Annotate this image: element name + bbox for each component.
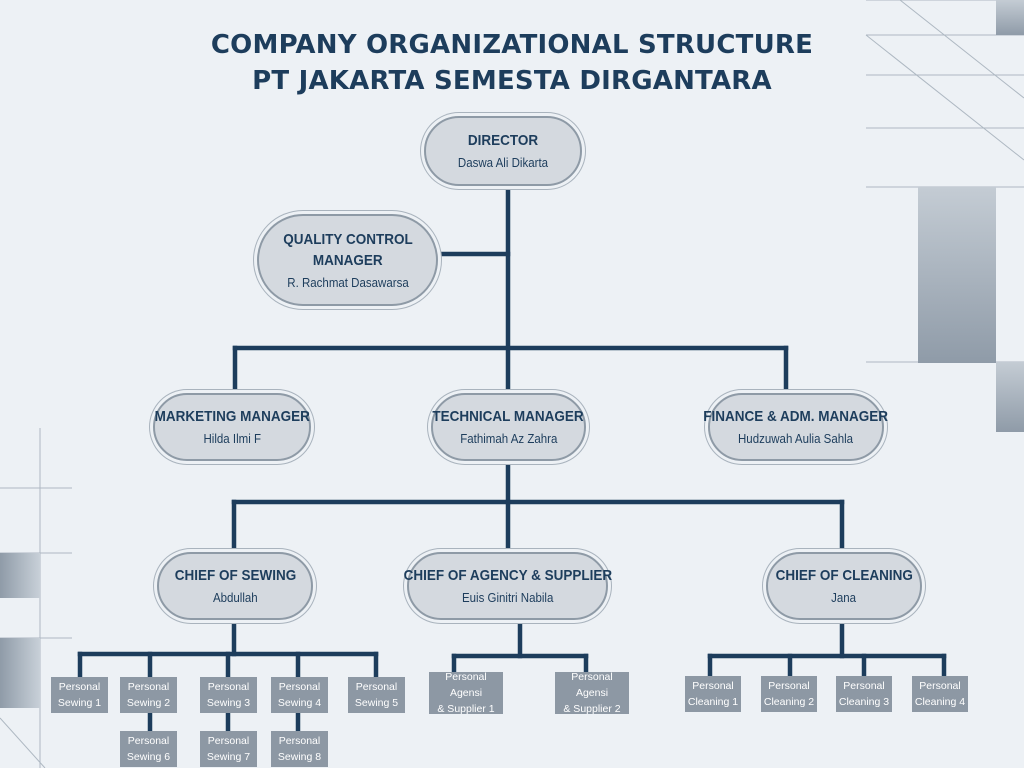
deco-block-middle (918, 187, 996, 363)
node-chief-of-sewing: CHIEF OF SEWING Abdullah (157, 552, 313, 620)
node-technical-role: TECHNICAL MANAGER (432, 408, 585, 425)
staff-label-line-2: Sewing 4 (277, 697, 322, 709)
staff-label-line-1: Personal Agensi (445, 671, 487, 699)
staff-label-line-2: Cleaning 4 (914, 696, 966, 708)
node-director-role: DIRECTOR (467, 132, 539, 149)
node-qc-role-line-2: MANAGER (312, 251, 383, 269)
node-director-name: Daswa Ali Dikarta (457, 156, 549, 170)
staff-label-line-2: Cleaning 1 (687, 696, 739, 708)
staff-label-line-2: Sewing 6 (126, 751, 171, 763)
staff-label-line-2: Sewing 1 (57, 697, 102, 709)
staff-label-line-1: Personal (919, 680, 961, 692)
node-sewing-role: CHIEF OF SEWING (174, 567, 296, 584)
deco-block-top (996, 0, 1024, 35)
node-technical-name: Fathimah Az Zahra (459, 432, 558, 446)
node-chief-of-cleaning: CHIEF OF CLEANING Jana (766, 552, 922, 620)
staff-personal-agency-supplier-1: Personal Agensi & Supplier 1 (429, 671, 503, 715)
node-finance-name: Hudzuwah Aulia Sahla (738, 432, 854, 446)
staff-label-line-1: Personal (768, 680, 810, 692)
staff-label-line-2: Sewing 5 (354, 697, 399, 709)
node-director: DIRECTOR Daswa Ali Dikarta (424, 116, 582, 186)
staff-label-line-1: Personal (58, 681, 101, 693)
staff-label-line-2: & Supplier 2 (563, 703, 621, 715)
deco-block-left-2 (0, 638, 40, 708)
chart-title-line-1: COMPANY ORGANIZATIONAL STRUCTURE (210, 30, 814, 60)
staff-personal-agency-supplier-2: Personal Agensi & Supplier 2 (555, 671, 629, 715)
staff-label-line-1: Personal (207, 681, 250, 693)
staff-label-line-1: Personal (843, 680, 885, 692)
staff-label-line-2: Sewing 3 (206, 697, 251, 709)
node-finance-role: FINANCE & ADM. MANAGER (703, 408, 889, 425)
staff-label-line-1: Personal (127, 735, 170, 747)
node-qc-name: R. Rachmat Dasawarsa (286, 275, 409, 290)
staff-label-line-2: Sewing 8 (277, 751, 322, 763)
node-technical-manager: TECHNICAL MANAGER Fathimah Az Zahra (431, 393, 586, 461)
node-marketing-role: MARKETING MANAGER (154, 408, 310, 425)
staff-label-line-1: Personal (278, 735, 321, 747)
node-sewing-name: Abdullah (212, 591, 258, 605)
chart-title-line-2: PT JAKARTA SEMESTA DIRGANTARA (252, 66, 772, 96)
node-marketing-manager: MARKETING MANAGER Hilda Ilmi F (153, 393, 311, 461)
node-agency-role: CHIEF OF AGENCY & SUPPLIER (403, 567, 612, 584)
staff-label-line-1: Personal (278, 681, 321, 693)
staff-label-line-2: Sewing 7 (206, 751, 251, 763)
staff-label-line-1: Personal (207, 735, 250, 747)
node-finance-manager: FINANCE & ADM. MANAGER Hudzuwah Aulia Sa… (704, 393, 888, 461)
staff-label-line-1: Personal Agensi (571, 671, 613, 699)
node-cleaning-name: Jana (831, 591, 857, 605)
staff-label-line-1: Personal (127, 681, 170, 693)
node-chief-of-agency-supplier: CHIEF OF AGENCY & SUPPLIER Euis Ginitri … (403, 552, 612, 620)
staff-label-line-1: Personal (692, 680, 734, 692)
node-agency-name: Euis Ginitri Nabila (461, 591, 554, 605)
node-quality-control-manager: QUALITY CONTROL MANAGER R. Rachmat Dasaw… (257, 214, 438, 306)
node-cleaning-role: CHIEF OF CLEANING (775, 567, 913, 584)
node-qc-role-line-1: QUALITY CONTROL (282, 230, 413, 248)
node-marketing-name: Hilda Ilmi F (203, 432, 261, 446)
staff-label-line-2: Sewing 2 (126, 697, 171, 709)
staff-label-line-2: & Supplier 1 (437, 703, 495, 715)
staff-label-line-1: Personal (355, 681, 398, 693)
staff-label-line-2: Cleaning 3 (838, 696, 890, 708)
deco-block-right (996, 362, 1024, 432)
deco-block-left-1 (0, 553, 40, 598)
staff-label-line-2: Cleaning 2 (763, 696, 815, 708)
connector-lines (77, 183, 947, 735)
